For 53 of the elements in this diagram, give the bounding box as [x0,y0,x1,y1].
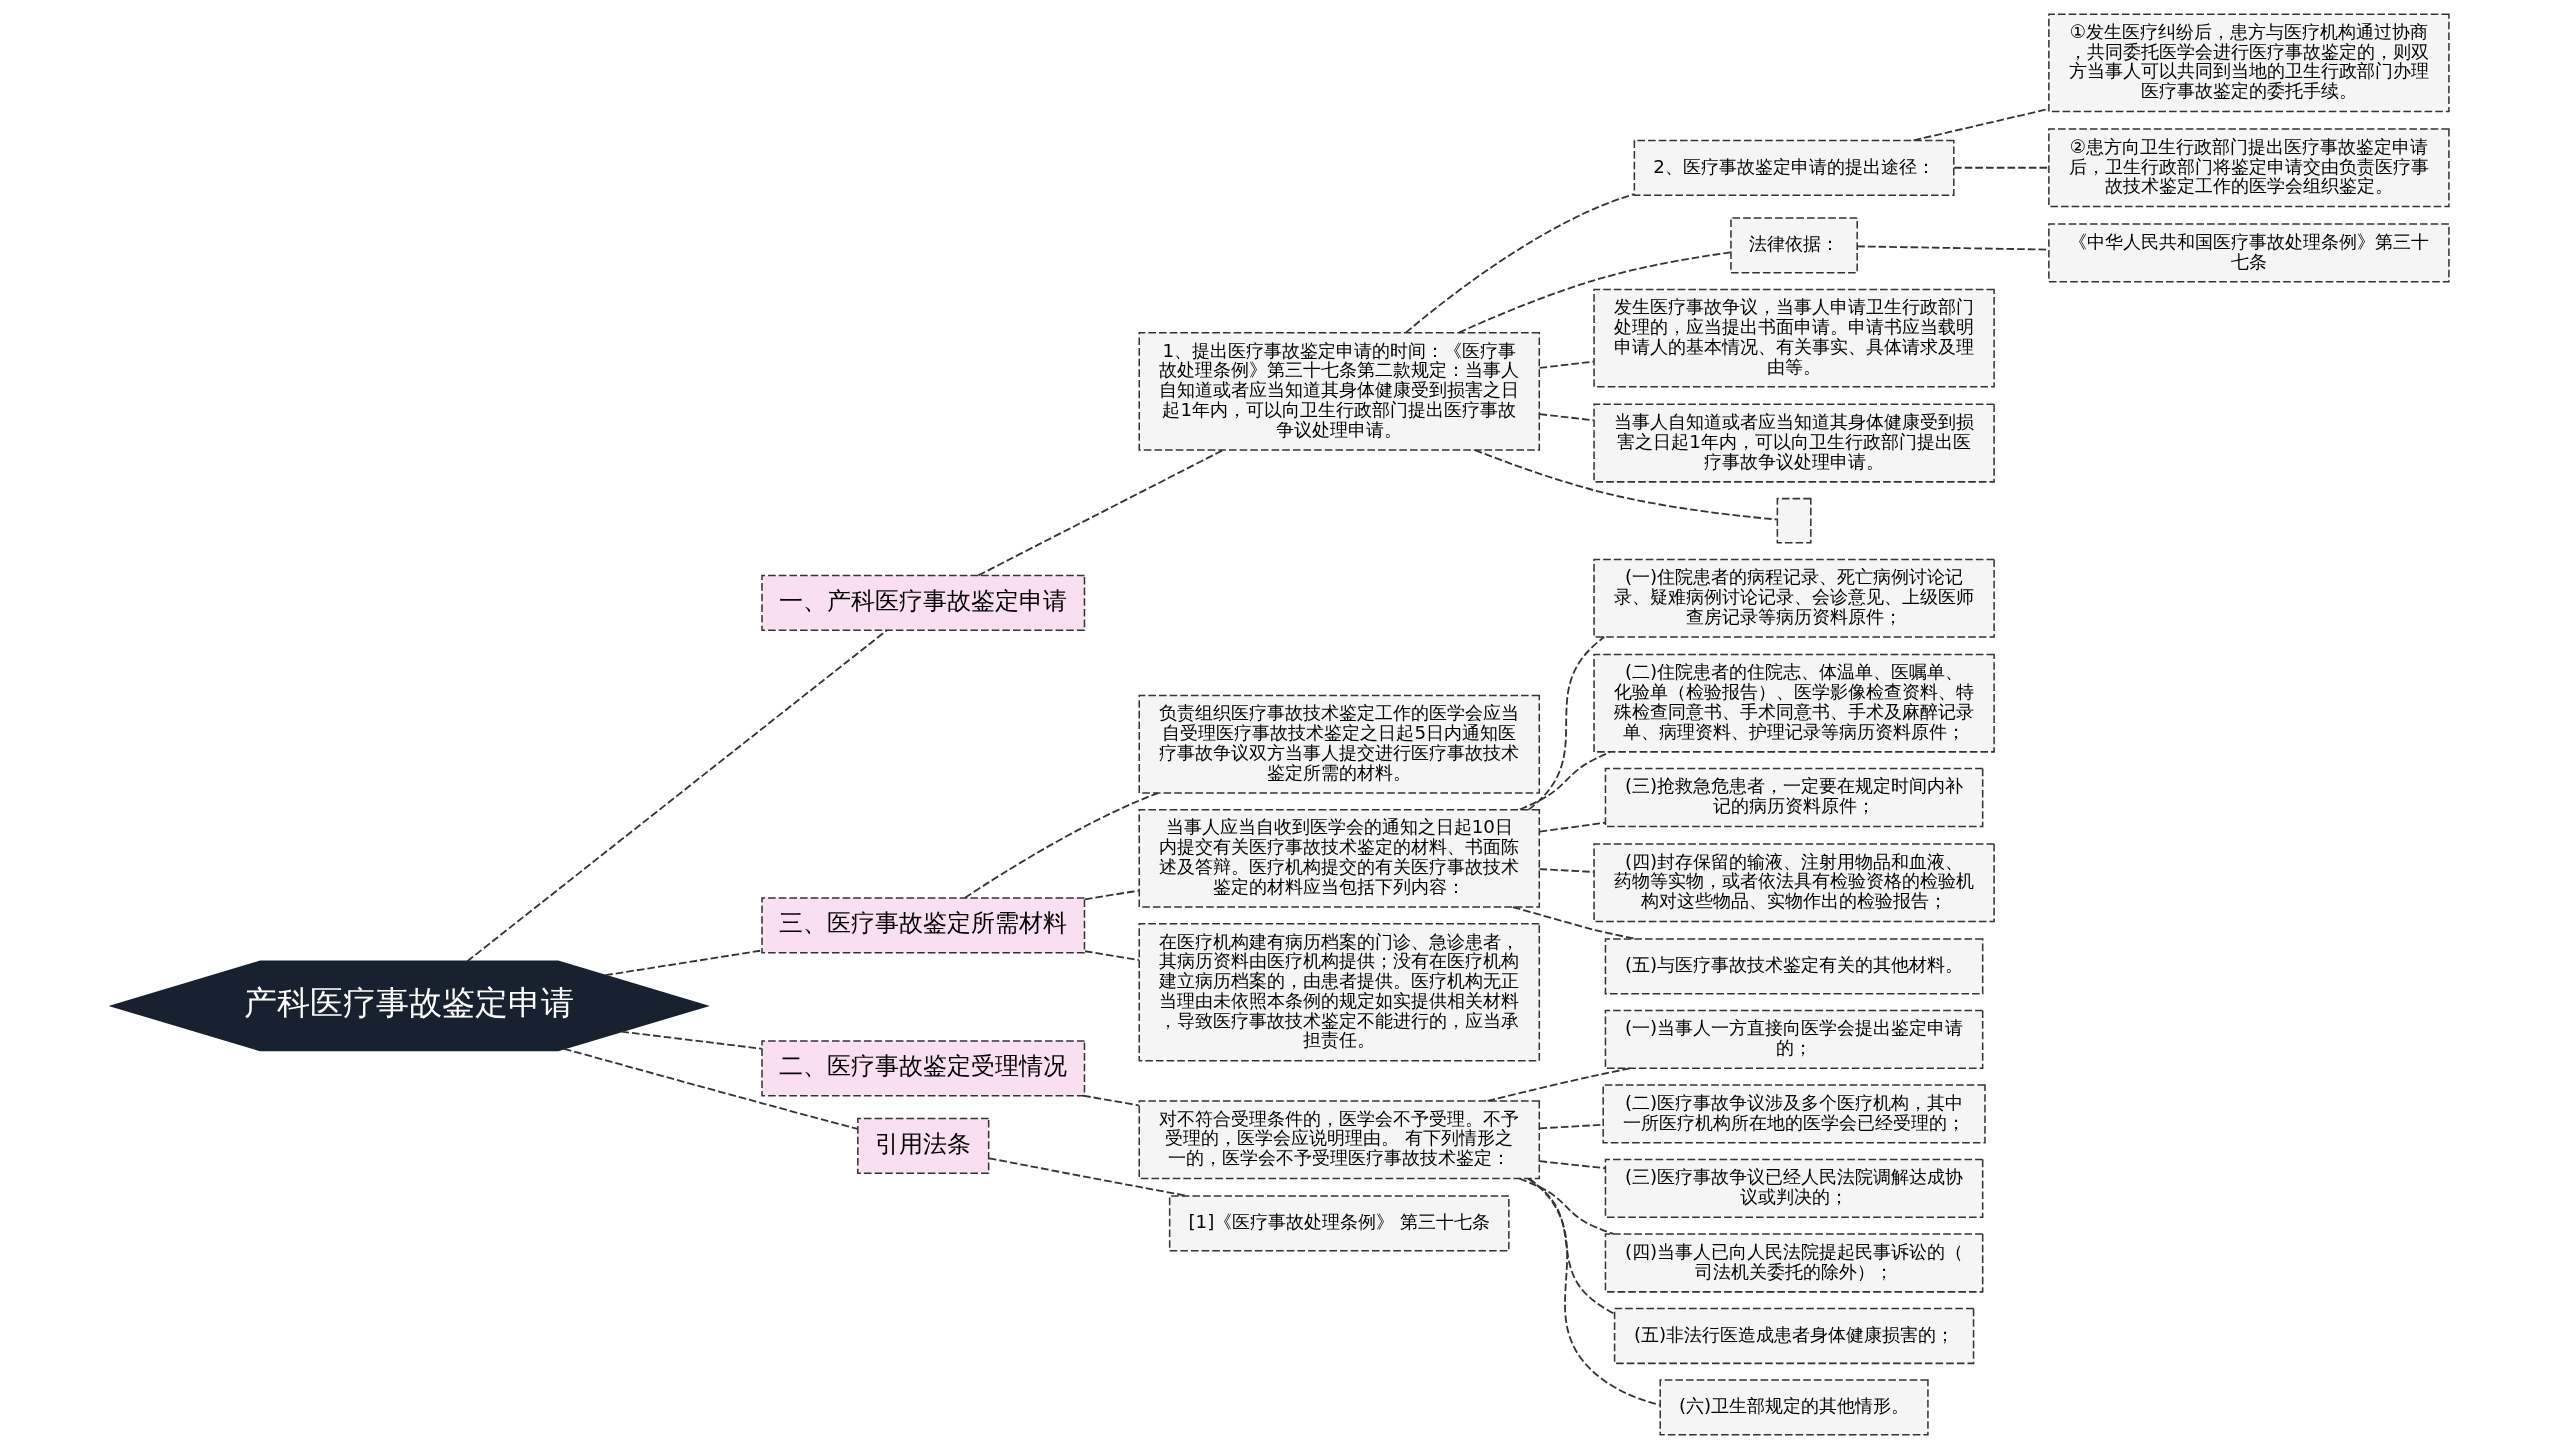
node-box: (二)医疗事故争议涉及多个医疗机构，其中一所医疗机构所在地的医学会已经受理的； [1602,1084,1986,1144]
connector [466,629,888,963]
connector [1518,1177,1615,1235]
node-box: 《中华人民共和国医疗事故处理条例》第三十七条 [2048,223,2450,283]
node-box [1776,497,1812,544]
connector [1082,1094,1140,1107]
connector [1538,1160,1607,1170]
connector [1404,193,1635,334]
connector [604,949,763,977]
connector [1538,868,1595,873]
connector [1084,889,1140,901]
connector [1953,166,2050,169]
node-box: 负责组织医疗事故技术鉴定工作的医学会应当自受理医疗事故技术鉴定之日起5日内通知医疗事故争议双方当事人提交进行医疗事故技术鉴定所需的材料。 [1138,694,1541,794]
node-box: [1]《医疗事故处理条例》 第三十七条 [1168,1195,1510,1252]
connector [1474,449,1778,521]
node-box: 引用法条 [857,1117,990,1174]
node-box: 当事人自知道或者应当知道其身体健康受到损害之日起1年内，可以向卫生行政部门提出医疗事故争议处理申请。 [1593,403,1995,483]
connector [977,449,1224,577]
connector [1486,1067,1632,1102]
node-box: 三、医疗事故鉴定所需材料 [761,897,1086,954]
connector [1538,360,1595,369]
node-box: (四)当事人已向人民法院提起民事诉讼的（司法机关委托的除外）； [1604,1233,1984,1293]
node-box: 2、医疗事故鉴定申请的提出途径： [1633,139,1955,196]
node-box: (五)与医疗事故技术鉴定有关的其他材料。 [1604,938,1984,995]
node-box: (一)当事人一方直接向医学会提出鉴定申请的； [1604,1009,1984,1070]
connector [1084,950,1140,961]
node-box: 1、提出医疗事故鉴定申请的时间：《医疗事故处理条例》第三十七条第二款规定：当事人自知道或者应当知道其身体健康受到损害之日起1年内，可以向卫生行政部门提出医疗事故争议处理申请。 [1138,332,1541,451]
connector [1519,751,1612,811]
node-box: 法律依据： [1730,217,1858,274]
node-box: 在医疗机构建有病历档案的门诊、急诊患者，其病历资料由医疗机构提供；没有在医疗机构建立病历档案的，由患者提供。医疗机构无正当理由未依照本条例的规定如实提供相关材料，导致医疗事故技术鉴定不能进行的，应当承担责任。 [1138,923,1541,1062]
node-box: (二)住院患者的住院志、体温单、医嘱单、化验单（检验报告）、医学影像检查资料、特殊检查同意书、手术同意书、手术及麻醉记录单、病理资料、护理记录等病历资料原件； [1593,653,1995,753]
connector [1458,251,1732,334]
connector [1527,636,1606,811]
node-box: (五)非法行医造成患者身体健康损害的； [1613,1307,1975,1365]
node-box: 当事人应当自收到医学会的通知之日起10日内提交有关医疗事故技术鉴定的材料、书面陈述及答辩。医疗机构提交的有关医疗事故技术鉴定的材料应当包括下列内容： [1138,808,1541,908]
node-box: (四)封存保留的输液、注射用物品和血液、药物等实物，或者依法具有检验资格的检验机构对这些物品、实物作出的检验报告； [1593,843,1995,923]
connector [1538,413,1595,422]
connector [1528,1177,1661,1406]
node-box: ②患方向卫生行政部门提出医疗事故鉴定申请后，卫生行政部门将鉴定申请交由负责医疗事故技术鉴定工作的医学会组织鉴定。 [2048,128,2450,208]
connector [620,1030,763,1050]
node-box: (一)住院患者的病程记录、死亡病例讨论记录、疑难病例讨论记录、会诊意见、上级医师查房记录等病历资料原件； [1593,558,1995,638]
node-box: 对不符合受理条件的，医学会不予受理。不予受理的，医学会应说明理由。 有下列情形之一的，医学会不予受理医疗事故技术鉴定： [1138,1100,1541,1180]
node-box: 一、产科医疗事故鉴定申请 [761,574,1086,631]
connector [964,792,1159,899]
node-box: 发生医疗事故争议，当事人申请卫生行政部门处理的，应当提出书面申请。申请书应当载明申请人的基本情况、有关事实、具体请求及理由等。 [1593,288,1995,388]
connector [563,1047,859,1130]
node-box: ①发生医疗纠纷后，患方与医疗机构通过协商，共同委托医学会进行医疗事故鉴定的，则双方当事人可以共同到当地的卫生行政部门办理医疗事故鉴定的委托手续。 [2048,13,2450,113]
connector [1538,821,1607,833]
node-box: (六)卫生部规定的其他情形。 [1659,1379,1929,1436]
node-box: (三)抢救急危患者，一定要在规定时间内补记的病历资料原件； [1604,767,1984,828]
node-box: (三)医疗事故争议已经人民法院调解达成协议或判决的； [1604,1158,1984,1219]
node-box: 二、医疗事故鉴定受理情况 [761,1040,1086,1097]
connector [1527,1177,1616,1315]
